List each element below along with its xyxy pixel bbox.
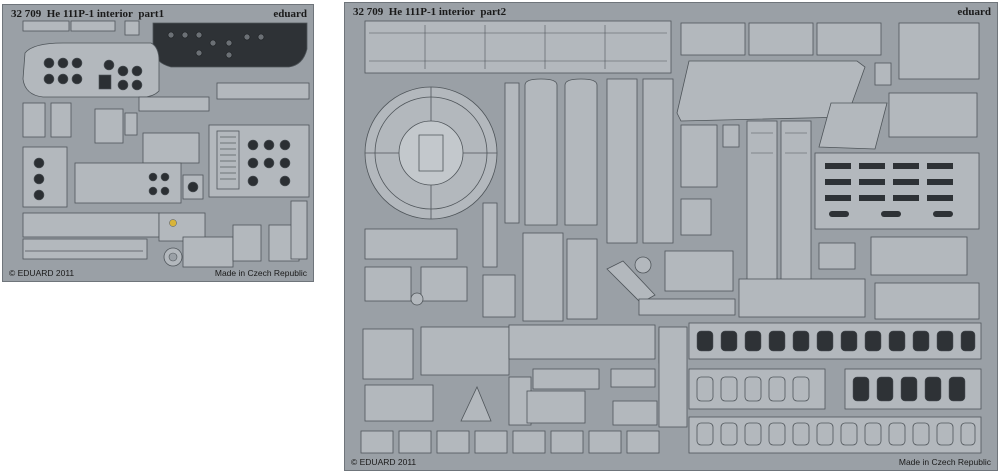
part-grid — [898, 22, 980, 80]
triangle-part — [460, 386, 492, 422]
part-small — [158, 212, 206, 242]
part-block — [816, 22, 882, 56]
photo-etch-fret-part1: 32 709 He 111P-1 interior part1 eduard — [2, 4, 314, 282]
tall-door — [564, 78, 598, 226]
made-in-text: Made in Czech Republic — [898, 457, 991, 467]
copyright-text: © EDUARD 2011 — [9, 268, 75, 278]
connector-block — [588, 430, 622, 454]
part-small — [482, 274, 516, 318]
long-plate — [22, 212, 160, 238]
part-small — [124, 112, 138, 136]
round-part — [410, 292, 424, 306]
part-strip — [290, 200, 308, 260]
long-frame — [780, 120, 812, 298]
part-cross — [362, 328, 414, 380]
part-block — [748, 22, 814, 56]
fret-parts-part1 — [22, 20, 310, 268]
part-bracket — [364, 266, 412, 302]
part-small — [612, 400, 658, 426]
connector-block — [550, 430, 584, 454]
tall-door — [524, 78, 558, 226]
connector-block — [626, 430, 660, 454]
part-comb — [216, 130, 240, 190]
connector-block — [474, 430, 508, 454]
chain-strip — [688, 368, 826, 410]
part-grid — [738, 278, 866, 318]
shield-plate — [818, 102, 888, 150]
part-small — [364, 384, 434, 422]
gauge-column — [22, 146, 68, 208]
photo-etch-fret-part2: 32 709 He 111P-1 interior part2 eduard — [344, 2, 998, 471]
made-in-text: Made in Czech Republic — [214, 268, 307, 278]
connector-block — [436, 430, 470, 454]
brand-logo-text: eduard — [957, 6, 991, 18]
part-small — [874, 62, 892, 86]
part-box — [526, 390, 586, 424]
part-small — [532, 368, 600, 390]
switch-panel — [22, 102, 46, 138]
part-box — [680, 198, 712, 236]
switch-panel — [50, 102, 72, 138]
part-frame — [364, 228, 458, 260]
part-small — [610, 368, 656, 388]
long-frame — [746, 120, 778, 298]
long-strip — [508, 324, 656, 360]
part-square — [124, 20, 140, 36]
part-strip — [22, 20, 70, 32]
rail-part — [504, 82, 520, 224]
part-rail — [216, 82, 310, 100]
part-grid — [888, 92, 978, 138]
part-small — [232, 224, 262, 262]
brand-logo-text: eduard — [273, 8, 307, 20]
rail-part — [642, 78, 674, 244]
part-box — [664, 250, 734, 292]
part-grid — [420, 326, 510, 376]
connector-block — [360, 430, 394, 454]
part-small — [722, 124, 740, 148]
fret-code-title: 32 709 He 111P-1 interior part1 — [11, 8, 165, 20]
part-block — [680, 22, 746, 56]
long-frame — [566, 238, 598, 320]
part-bracket — [680, 124, 718, 188]
fret-code-title: 32 709 He 111P-1 interior part2 — [353, 6, 507, 18]
part-grid — [874, 282, 980, 320]
connector-block — [512, 430, 546, 454]
part-frame — [870, 236, 968, 276]
part-small — [818, 242, 856, 270]
chain-strip — [688, 416, 982, 454]
part-rail — [138, 96, 210, 112]
part-bracket — [420, 266, 468, 302]
part-strip — [70, 20, 116, 32]
long-frame — [522, 232, 564, 322]
gauge-panel-center — [74, 162, 182, 204]
copyright-text: © EDUARD 2011 — [351, 457, 417, 467]
long-strip — [638, 298, 736, 316]
switch-panel — [94, 108, 124, 144]
long-plate — [22, 238, 148, 260]
fret-parts-part2 — [360, 20, 982, 454]
bracket-part — [142, 132, 200, 164]
angled-strip — [606, 260, 656, 304]
part-frame — [482, 202, 498, 268]
rail-part — [606, 78, 638, 244]
long-strip — [364, 20, 672, 74]
part-rail — [658, 326, 688, 428]
round-part — [634, 256, 652, 274]
connector-block — [398, 430, 432, 454]
part-grid — [182, 236, 234, 268]
chain-strip — [688, 322, 982, 360]
